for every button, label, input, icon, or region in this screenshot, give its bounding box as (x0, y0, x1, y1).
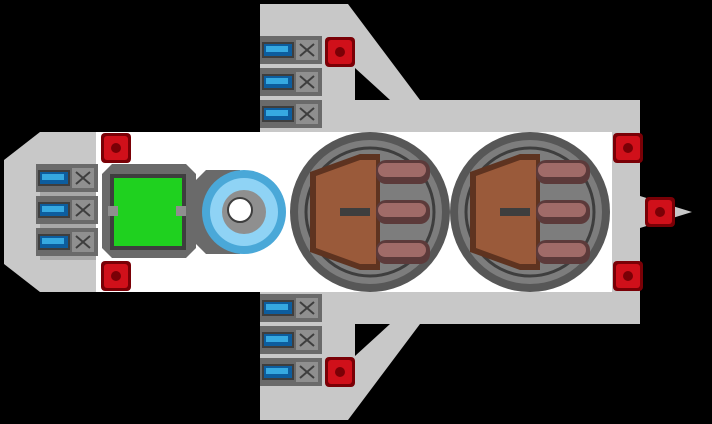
thruster-detail (299, 365, 315, 379)
thruster-glow (266, 368, 288, 374)
thruster-detail (299, 107, 315, 121)
thruster-detail (299, 301, 315, 315)
console-clip-right (176, 206, 186, 216)
hardpoint-core (111, 143, 121, 153)
turret-inner-ring (464, 146, 596, 278)
hardpoint-core (111, 271, 121, 281)
hardpoint-5[interactable] (645, 197, 675, 227)
thruster-7 (36, 196, 98, 224)
thruster-glow (266, 78, 288, 84)
hardpoint-2[interactable] (101, 261, 131, 291)
thruster-4 (260, 326, 322, 354)
thruster-0 (260, 36, 322, 64)
turret-barrel-highlight (538, 163, 586, 177)
turret-1[interactable] (450, 132, 610, 292)
turret-barrel-highlight (378, 163, 426, 177)
shield-emitter (227, 197, 253, 223)
thruster-glow (42, 238, 64, 244)
hardpoint-3[interactable] (325, 357, 355, 387)
turret-barrel-highlight (378, 243, 426, 257)
turret-barrel-highlight (538, 203, 586, 217)
thruster-glow (266, 110, 288, 116)
hull-cutout-top (355, 68, 390, 100)
hardpoint-4[interactable] (613, 133, 643, 163)
turret-breech (500, 208, 530, 216)
thruster-glow (266, 46, 288, 52)
console-module[interactable] (102, 164, 196, 258)
thruster-8 (36, 228, 98, 256)
thruster-glow (266, 304, 288, 310)
thruster-detail (75, 203, 91, 217)
hardpoint-core (655, 207, 665, 217)
green-console-icon (114, 178, 182, 246)
turret-0[interactable] (290, 132, 450, 292)
thruster-detail (75, 235, 91, 249)
thruster-detail (75, 171, 91, 185)
thruster-detail (299, 75, 315, 89)
turret-inner-ring (304, 146, 436, 278)
hardpoint-6[interactable] (613, 261, 643, 291)
console-clip-left (108, 206, 118, 216)
thruster-5 (260, 358, 322, 386)
turret-breech (340, 208, 370, 216)
hardpoint-0[interactable] (325, 37, 355, 67)
thruster-glow (266, 336, 288, 342)
hardpoint-core (623, 143, 633, 153)
shield-module[interactable] (196, 170, 286, 254)
thruster-glow (42, 206, 64, 212)
thruster-2 (260, 100, 322, 128)
hardpoint-core (623, 271, 633, 281)
hardpoint-core (335, 367, 345, 377)
thruster-1 (260, 68, 322, 96)
turret-barrel-highlight (538, 243, 586, 257)
thruster-detail (299, 333, 315, 347)
thruster-detail (299, 43, 315, 57)
thruster-3 (260, 294, 322, 322)
hull-cutout-bottom (355, 324, 390, 356)
turret-barrel-highlight (378, 203, 426, 217)
hardpoint-core (335, 47, 345, 57)
thruster-glow (42, 174, 64, 180)
thruster-6 (36, 164, 98, 192)
hardpoint-1[interactable] (101, 133, 131, 163)
